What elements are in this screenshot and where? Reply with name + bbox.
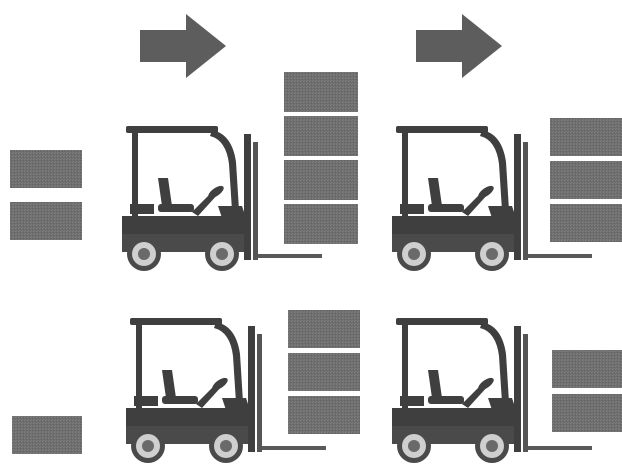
- pallet-box-icon: [552, 394, 622, 432]
- load-stack: [552, 350, 622, 432]
- right-arrow-icon: [140, 14, 226, 78]
- pallet-box-icon: [284, 160, 358, 200]
- pallet-box-icon: [288, 353, 360, 391]
- pallet-box-icon: [552, 350, 622, 388]
- pallet-box-icon: [288, 310, 360, 348]
- pallet-box-icon: [284, 72, 358, 112]
- pallet-box-icon: [10, 150, 82, 188]
- pallet-box-icon: [550, 118, 622, 156]
- pallet-box-icon: [284, 204, 358, 244]
- forklift-bottom-left: [126, 310, 360, 463]
- forklift-bottom-right: [392, 318, 622, 463]
- load-stack: [550, 118, 622, 242]
- pallet-box-icon: [284, 116, 358, 156]
- load-stack: [288, 310, 360, 434]
- standalone-boxes-top: [10, 150, 82, 240]
- right-arrow-icon: [416, 14, 502, 78]
- pallet-box-icon: [550, 161, 622, 199]
- forklift-top-right: [392, 118, 622, 271]
- pallet-box-icon: [12, 416, 82, 454]
- pallet-box-icon: [288, 396, 360, 434]
- load-stack: [284, 72, 358, 244]
- forklift-top-left: [122, 72, 358, 271]
- forklift-icon: [392, 318, 592, 463]
- standalone-boxes-bottom: [12, 416, 82, 454]
- pallet-box-icon: [550, 204, 622, 242]
- pallet-box-icon: [10, 202, 82, 240]
